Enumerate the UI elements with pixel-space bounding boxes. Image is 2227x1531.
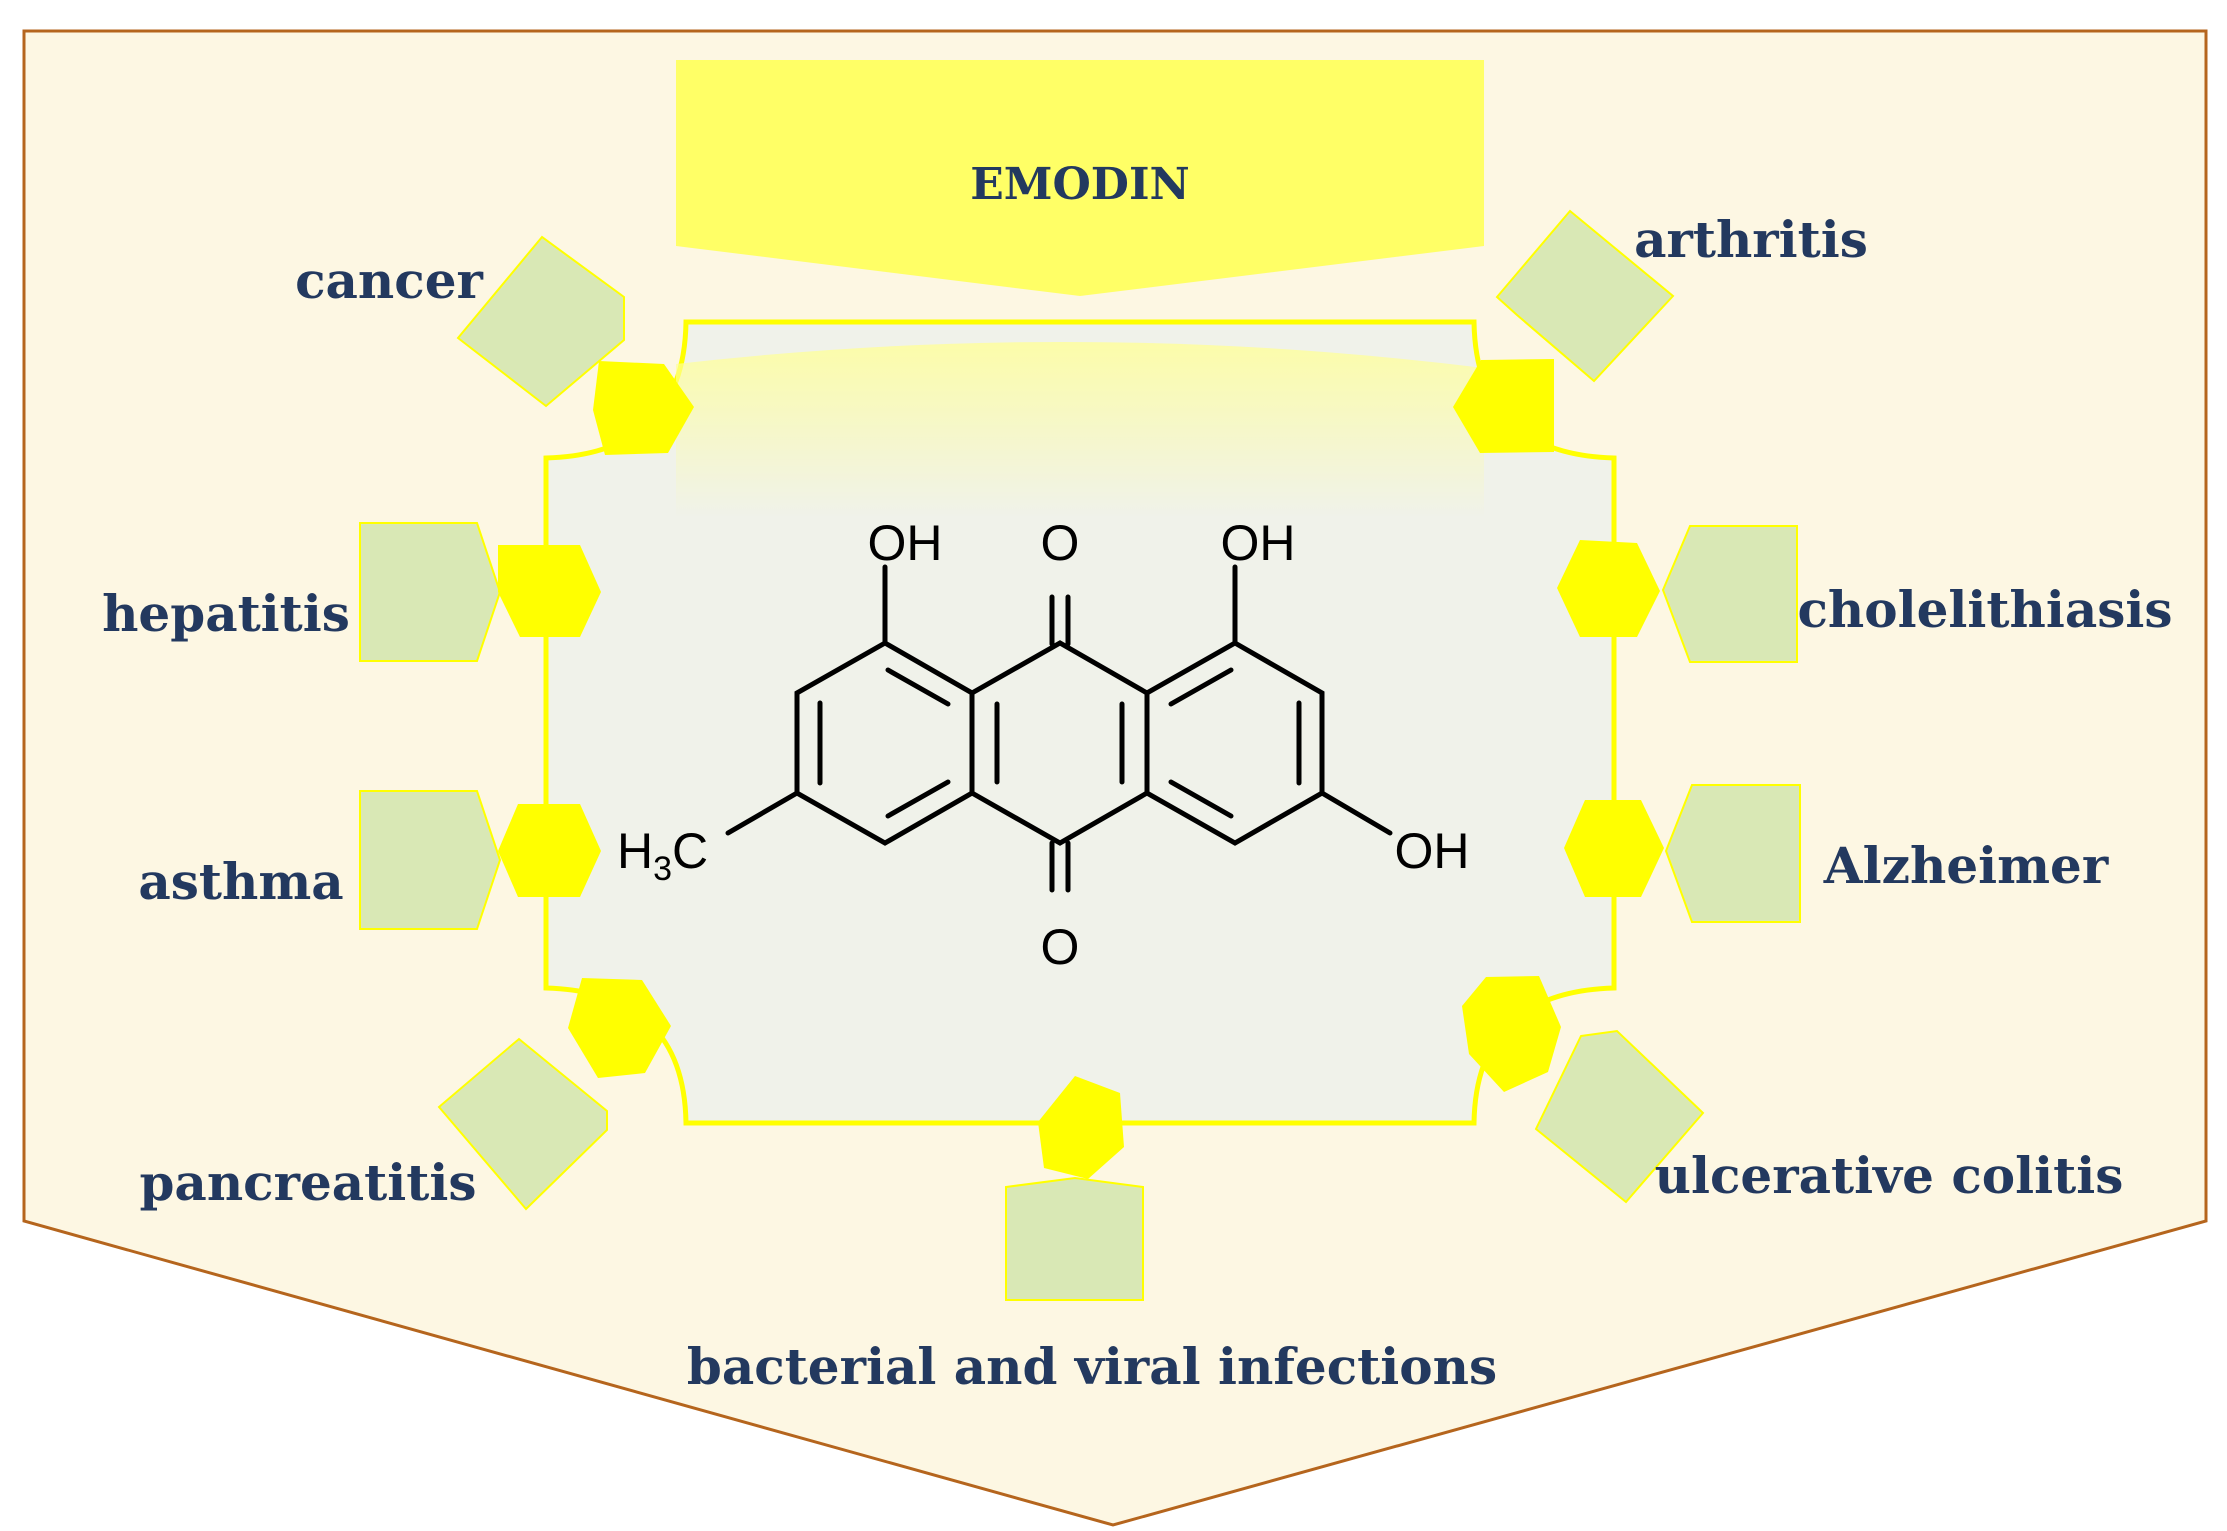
pancreatitis-hexagon [568, 978, 671, 1078]
arthritis-pentagon [1495, 209, 1675, 383]
label-pancreatitis: pancreatitis [139, 1153, 476, 1212]
label-asthma: asthma [138, 852, 343, 911]
emodin-structure: OH O OH O OH H3C [617, 515, 1470, 975]
title-banner [676, 60, 1484, 296]
methyl-label: H3C [617, 823, 708, 888]
oh-right-label: OH [1221, 515, 1296, 571]
label-arthritis: arthritis [1634, 210, 1868, 269]
methyl-c: C [672, 823, 708, 879]
ulcerative-colitis-pentagon [1534, 1029, 1705, 1204]
carbonyl-bottom-label: O [1041, 919, 1080, 975]
cancer-pentagon [456, 235, 625, 408]
methyl-subscript: 3 [653, 850, 672, 888]
label-hepatitis: hepatitis [102, 584, 350, 643]
label-infections: bacterial and viral infections [687, 1337, 1497, 1396]
arthritis-hexagon [1453, 359, 1554, 453]
label-cholelithiasis: cholelithiasis [1797, 580, 2172, 639]
label-alzheimer: Alzheimer [1823, 836, 2109, 895]
label-ulcerative-colitis: ulcerative colitis [1655, 1146, 2124, 1205]
cholelithiasis-hexagon [1557, 540, 1660, 637]
cholelithiasis-pentagon [1661, 525, 1798, 663]
asthma-pentagon [359, 790, 502, 930]
hepatitis-pentagon [359, 522, 502, 662]
methyl-h: H [617, 823, 653, 879]
alzheimer-hexagon [1564, 800, 1664, 897]
oh-bottom-right-label: OH [1395, 823, 1470, 879]
ulcerative-colitis-hexagon [1462, 976, 1561, 1092]
infections-pentagon [1005, 1176, 1144, 1301]
banner-glow [676, 341, 1484, 518]
label-cancer: cancer [295, 251, 483, 310]
oh-left-label: OH [868, 515, 943, 571]
pancreatitis-pentagon [437, 1037, 608, 1211]
alzheimer-pentagon [1664, 784, 1801, 923]
carbonyl-top-label: O [1041, 515, 1080, 571]
hepatitis-hexagon [498, 545, 601, 637]
cancer-hexagon [593, 361, 694, 455]
asthma-hexagon [498, 804, 601, 897]
infections-hexagon [1038, 1076, 1124, 1179]
title: EMODIN [970, 159, 1190, 210]
